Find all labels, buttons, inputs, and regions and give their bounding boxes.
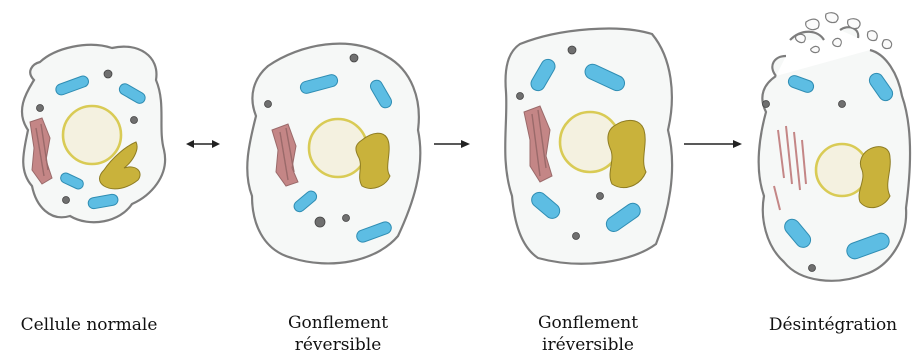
vesicle [350,54,358,62]
vesicle [517,93,524,100]
golgi-apparatus [608,120,646,187]
nucleus [63,106,121,164]
cell-normal [22,45,165,222]
golgi-apparatus [859,147,890,208]
vesicle [63,197,70,204]
cell-irreversible [505,29,672,264]
vesicle [37,105,44,112]
caption-disintegration: Désintégration [748,314,918,336]
vesicle [265,101,272,108]
vesicle [104,70,112,78]
vesicle [343,215,350,222]
vesicle [839,101,846,108]
caption-disintegration-line-1: Désintégration [748,314,918,336]
caption-reversible-line-2: réversible [248,334,428,356]
vesicle [315,217,325,227]
cell-disintegration [759,13,910,281]
vesicle [763,101,770,108]
vesicle [568,46,576,54]
caption-normal-line-1: Cellule normale [0,314,178,336]
caption-normal: Cellule normale [0,314,178,336]
caption-reversible: Gonflement réversible [248,312,428,356]
golgi-apparatus [356,133,390,188]
cell-reversible [247,44,420,264]
vesicle [597,193,604,200]
arrow-irreversible-to-disintegration [684,140,742,148]
vesicle [809,265,816,272]
caption-irreversible-line-2: iréversible [498,334,678,356]
vesicle [573,233,580,240]
caption-reversible-line-1: Gonflement [248,312,428,334]
caption-irreversible-line-1: Gonflement [498,312,678,334]
vesicle [131,117,138,124]
arrow-reversible-to-irreversible [434,140,470,148]
caption-irreversible: Gonflement iréversible [498,312,678,356]
arrow-normal-to-reversible [186,140,220,148]
